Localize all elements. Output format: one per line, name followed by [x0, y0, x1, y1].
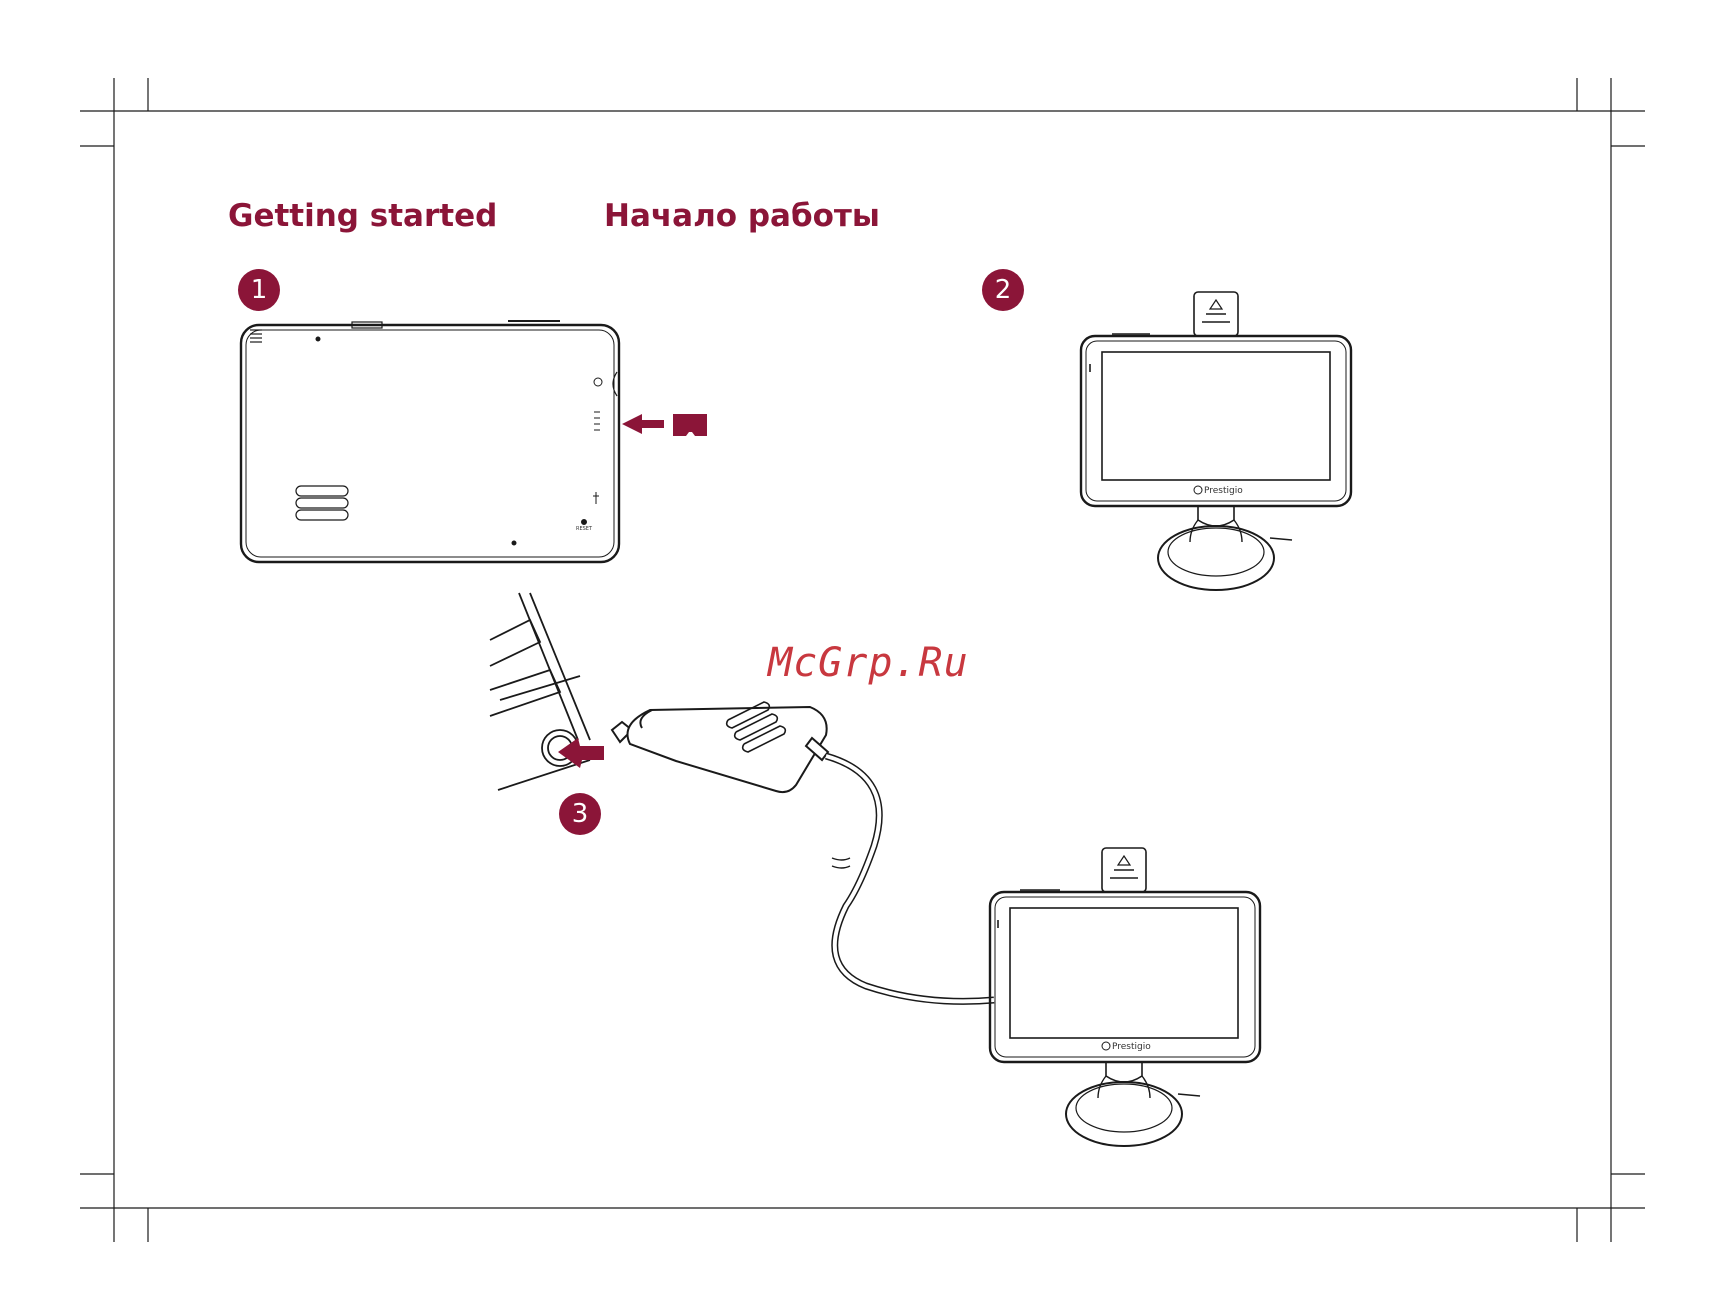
- brand-logo-front: Prestigio: [1204, 486, 1243, 496]
- brand-logo-connected: Prestigio: [1112, 1042, 1151, 1052]
- step-badge-1: 1: [238, 269, 280, 311]
- charger-cable: [826, 756, 994, 1001]
- reset-port-label: RESET: [576, 526, 593, 532]
- step-badge-3: 3: [559, 793, 601, 835]
- device-front-connected: [990, 848, 1260, 1146]
- micro-sd-card-icon: [673, 414, 707, 436]
- device-front-mounted: [1081, 292, 1351, 590]
- step-badge-2: 2: [982, 269, 1024, 311]
- watermark-text: McGrp.Ru: [768, 640, 969, 686]
- plug-in-arrow: [558, 738, 604, 768]
- heading-english: Getting started: [228, 198, 497, 234]
- car-charger: [612, 702, 828, 792]
- device-back-view: [241, 321, 619, 562]
- sd-insert-arrow: [622, 414, 664, 434]
- heading-russian: Начало работы: [604, 198, 880, 234]
